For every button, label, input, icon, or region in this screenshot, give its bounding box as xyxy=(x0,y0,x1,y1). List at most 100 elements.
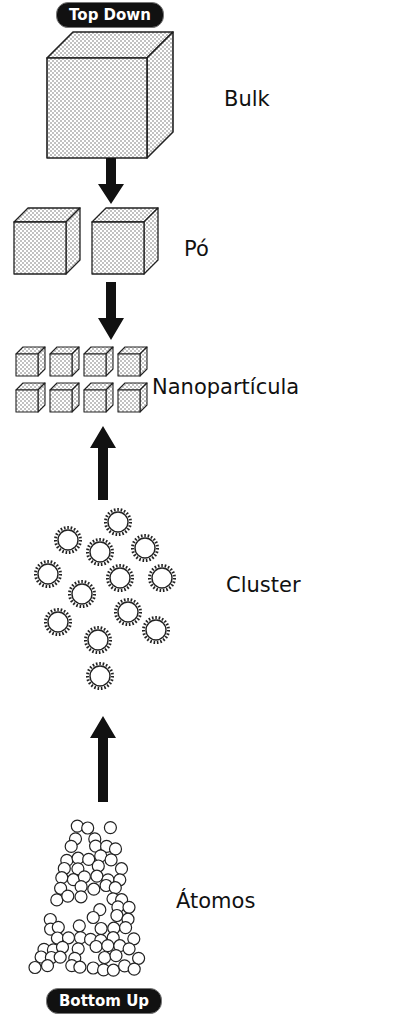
cube-side xyxy=(140,347,147,376)
cube xyxy=(92,208,158,274)
up-arrow xyxy=(90,716,116,802)
atom xyxy=(128,963,140,975)
cluster-spikes xyxy=(86,628,111,653)
atom xyxy=(99,952,111,964)
atom xyxy=(87,912,99,924)
cluster xyxy=(118,602,138,622)
atom xyxy=(65,840,77,852)
cube-side xyxy=(72,347,79,376)
atom xyxy=(123,943,135,955)
atom xyxy=(82,822,94,834)
cluster-spikes xyxy=(36,562,61,587)
cluster xyxy=(88,630,108,650)
pill-text: Bottom Up xyxy=(59,992,149,1010)
cube-front xyxy=(14,222,66,274)
cube-front xyxy=(118,354,140,376)
cluster xyxy=(135,538,155,558)
cube-front xyxy=(84,390,106,412)
atom xyxy=(120,922,132,934)
cluster xyxy=(48,612,68,632)
atom xyxy=(90,941,102,953)
atom xyxy=(74,961,86,973)
cube-side xyxy=(144,208,158,274)
cluster xyxy=(58,530,78,550)
cluster-spikes xyxy=(150,566,175,591)
cluster-spikes xyxy=(56,528,81,553)
cube xyxy=(16,383,45,412)
atom xyxy=(88,883,100,895)
atom xyxy=(51,894,63,906)
cube xyxy=(16,347,45,376)
atom xyxy=(123,901,135,913)
cube-side xyxy=(147,32,173,158)
cluster-spikes xyxy=(133,536,158,561)
cube xyxy=(14,208,80,274)
atom xyxy=(102,940,114,952)
cube-side xyxy=(38,383,45,412)
cube-side xyxy=(38,347,45,376)
atom xyxy=(73,920,85,932)
up-arrow xyxy=(90,426,116,500)
atom xyxy=(91,870,103,882)
down-arrow xyxy=(98,158,124,204)
cube-front xyxy=(84,354,106,376)
cube xyxy=(50,347,79,376)
cluster-spikes xyxy=(70,582,95,607)
cube-front xyxy=(50,354,72,376)
atom xyxy=(116,863,128,875)
atom xyxy=(110,950,122,962)
atom xyxy=(105,854,117,866)
atom xyxy=(111,910,123,922)
atom xyxy=(110,843,122,855)
cube-front xyxy=(47,58,147,158)
cluster xyxy=(90,542,110,562)
atom xyxy=(75,891,87,903)
cubes xyxy=(14,32,173,412)
cluster xyxy=(72,584,92,604)
cube-front xyxy=(92,222,144,274)
cube-side xyxy=(106,383,113,412)
stage-label: Átomos xyxy=(176,888,255,914)
arrows xyxy=(90,158,124,802)
cluster xyxy=(110,568,130,588)
cube xyxy=(118,347,147,376)
cube xyxy=(118,383,147,412)
cluster xyxy=(146,620,166,640)
cube-front xyxy=(16,354,38,376)
cube-side xyxy=(106,347,113,376)
stage-label: Pó xyxy=(184,236,209,262)
title-pill: Top Down xyxy=(56,2,164,28)
atom xyxy=(29,962,41,974)
stage-label: Cluster xyxy=(226,572,301,598)
cube-front xyxy=(50,390,72,412)
cube xyxy=(47,32,173,158)
atom xyxy=(109,882,121,894)
cluster xyxy=(38,564,58,584)
cube-front xyxy=(16,390,38,412)
stage-label: Nanopartícula xyxy=(152,374,299,400)
cluster xyxy=(108,512,128,532)
cluster-spikes xyxy=(144,618,169,643)
cluster-spikes xyxy=(46,610,71,635)
cluster xyxy=(152,568,172,588)
atom xyxy=(95,923,107,935)
atom xyxy=(133,952,145,964)
cube xyxy=(84,347,113,376)
cube-side xyxy=(140,383,147,412)
cube-side xyxy=(72,383,79,412)
atom xyxy=(107,964,119,976)
cube xyxy=(84,383,113,412)
cluster-spikes xyxy=(116,600,141,625)
cube-front xyxy=(118,390,140,412)
clusters xyxy=(36,510,175,689)
cluster-spikes xyxy=(88,540,113,565)
stage-label: Bulk xyxy=(224,86,270,112)
atoms xyxy=(29,820,145,976)
atom xyxy=(104,822,116,834)
cluster xyxy=(90,666,110,686)
pill-text: Top Down xyxy=(69,6,151,24)
atom xyxy=(54,951,66,963)
cluster-spikes xyxy=(106,510,131,535)
cube xyxy=(50,383,79,412)
